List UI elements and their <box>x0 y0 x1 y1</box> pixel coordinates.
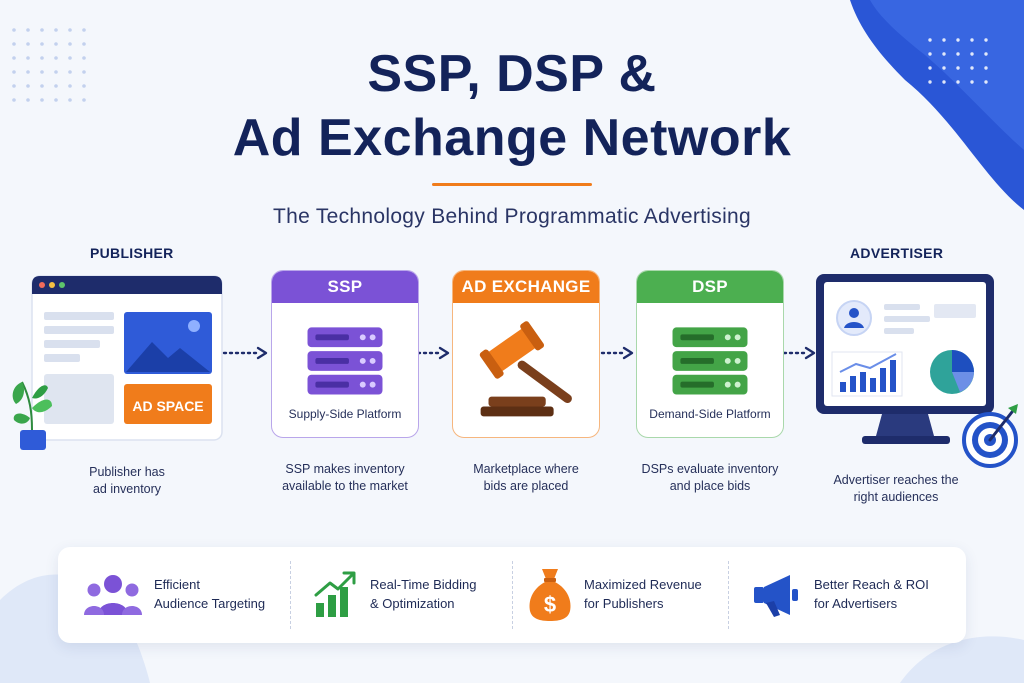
flow-arrow-1 <box>222 346 268 360</box>
ssp-description: SSP makes inventory available to the mar… <box>282 462 408 493</box>
benefits-bar: Efficient Audience Targeting Real-Time B… <box>58 547 966 643</box>
benefit-audience-targeting: Efficient Audience Targeting <box>58 547 290 643</box>
title-underline <box>432 183 592 186</box>
dsp-description: DSPs evaluate inventory and place bids <box>641 462 779 493</box>
audience-group-icon <box>84 575 142 615</box>
browser-window-icon <box>31 275 223 441</box>
ad-exchange-stage-card: AD EXCHANGE <box>452 270 600 438</box>
publisher-website: AD SPACE <box>30 274 224 442</box>
gavel-icon <box>479 321 572 417</box>
benefit-divider <box>512 561 513 629</box>
svg-text:$: $ <box>544 592 556 617</box>
ssp-stage-header: SSP <box>272 271 418 303</box>
ssp-stage-card: SSP Supply-Side Platform <box>271 270 419 438</box>
server-stack-icon <box>672 327 748 395</box>
advertiser-description: Advertiser reaches the right audiences <box>833 473 959 504</box>
dsp-stage-subtitle: Demand-Side Platform <box>649 407 771 421</box>
benefit-real-time-bidding: Real-Time Bidding & Optimization <box>292 547 524 643</box>
plant-icon <box>12 381 52 450</box>
megaphone-icon <box>754 575 798 617</box>
dsp-stage-card: DSP Demand-Side Platform <box>636 270 784 438</box>
advertiser-label: ADVERTISER <box>850 245 944 261</box>
money-bag-icon: $ <box>529 569 571 621</box>
publisher-label: PUBLISHER <box>90 245 174 261</box>
ad-space-label: AD SPACE <box>132 398 204 414</box>
publisher-description: Publisher has ad inventory <box>89 465 165 496</box>
ad-exchange-description: Marketplace where bids are placed <box>473 462 579 493</box>
benefit-divider <box>290 561 291 629</box>
dsp-stage-header: DSP <box>637 271 783 303</box>
page-subtitle: The Technology Behind Programmatic Adver… <box>273 205 751 228</box>
benefit-divider <box>728 561 729 629</box>
ad-exchange-stage-header: AD EXCHANGE <box>453 271 599 303</box>
benefit-text: Maximized Revenue for Publishers <box>584 577 702 611</box>
growth-chart-icon <box>314 571 356 617</box>
ssp-stage-subtitle: Supply-Side Platform <box>288 407 402 421</box>
server-stack-icon <box>307 327 383 395</box>
benefit-text: Efficient Audience Targeting <box>154 577 266 611</box>
benefit-text: Real-Time Bidding & Optimization <box>370 577 477 611</box>
benefit-better-reach: Better Reach & ROI for Advertisers <box>730 547 966 643</box>
analytics-monitor-icon <box>816 274 1018 468</box>
page-title-line-1: SSP, DSP & <box>367 45 657 103</box>
page-title-line-2: Ad Exchange Network <box>232 109 792 167</box>
benefit-text: Better Reach & ROI for Advertisers <box>814 577 929 611</box>
benefit-maximized-revenue: $ Maximized Revenue for Publishers <box>514 547 736 643</box>
